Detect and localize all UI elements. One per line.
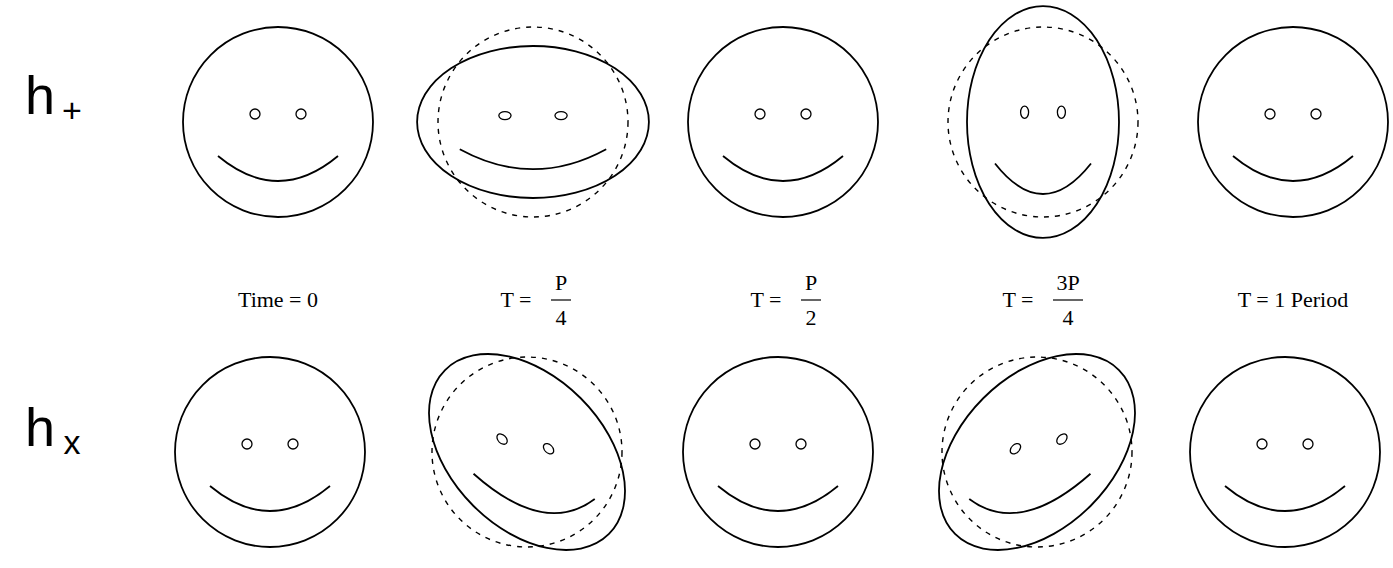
face (688, 27, 878, 217)
polarization-symbol: h (25, 68, 55, 122)
time-label: Time = 0 (238, 289, 318, 311)
polarization-subscript: + (62, 93, 82, 127)
fraction-bar (1053, 299, 1083, 300)
time-label: T = (751, 289, 782, 311)
face (411, 336, 643, 568)
face (183, 27, 373, 217)
fraction-denominator: 4 (1063, 307, 1074, 329)
face (175, 357, 365, 547)
time-label: T = 1 Period (1238, 289, 1348, 311)
face (921, 336, 1153, 568)
time-label: T = (501, 289, 532, 311)
reference-ring (432, 357, 622, 547)
face (967, 6, 1119, 238)
reference-ring (948, 27, 1138, 217)
fraction-numerator: 3P (1056, 272, 1079, 294)
polarization-subscript: x (64, 425, 81, 459)
time-label: T = (1003, 289, 1034, 311)
reference-ring (942, 357, 1132, 547)
face (683, 357, 873, 547)
fraction-denominator: 2 (806, 307, 817, 329)
reference-ring (438, 27, 628, 217)
fraction-numerator: P (555, 272, 567, 294)
fraction-numerator: P (805, 272, 817, 294)
fraction-bar (801, 299, 821, 300)
fraction-denominator: 4 (556, 307, 567, 329)
fraction-bar (551, 299, 571, 300)
face (1190, 357, 1380, 547)
polarization-symbol: h (25, 400, 55, 454)
face (1198, 27, 1388, 217)
face (417, 46, 649, 198)
